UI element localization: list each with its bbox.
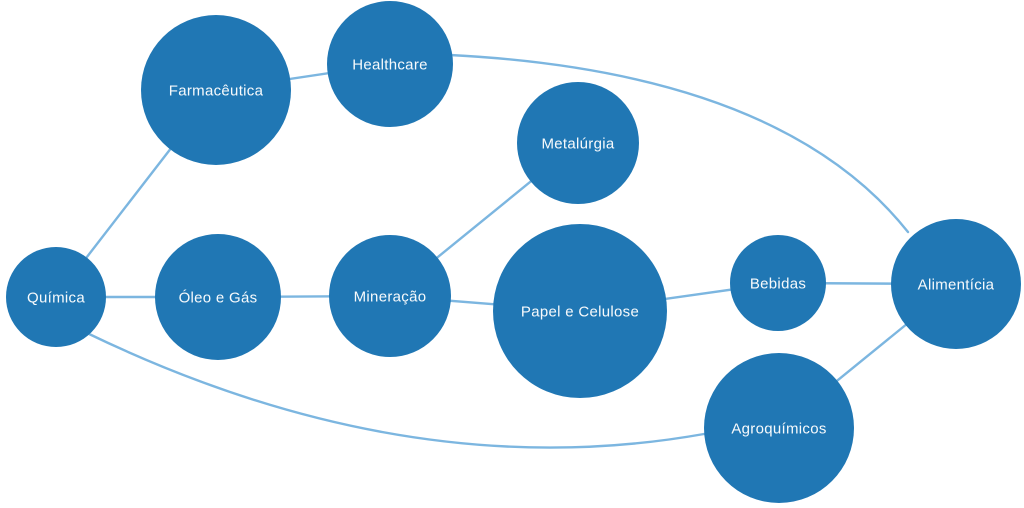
node-quimica-circle[interactable] [6,247,106,347]
node-papel-e-celulose[interactable]: Papel e Celulose [493,224,667,398]
node-metalurgia[interactable]: Metalúrgia [517,82,639,204]
node-agroquimicos[interactable]: Agroquímicos [704,353,854,503]
node-alimenticia-circle[interactable] [891,219,1021,349]
node-agroquimicos-circle[interactable] [704,353,854,503]
node-healthcare-circle[interactable] [327,1,453,127]
node-oleo-e-gas-circle[interactable] [155,234,281,360]
node-quimica[interactable]: Química [6,247,106,347]
node-mineracao[interactable]: Mineração [329,235,451,357]
edge-healthcare-alimenticia [448,53,910,234]
node-farmaceutica[interactable]: Farmacêutica [141,15,291,165]
node-bebidas[interactable]: Bebidas [730,235,826,331]
node-layer: Química Farmacêutica Healthcare Óleo e G… [6,1,1021,503]
edge-quimica-agroquimicos [85,331,706,449]
node-oleo-e-gas[interactable]: Óleo e Gás [155,234,281,360]
node-papel-e-celulose-circle[interactable] [493,224,667,398]
node-farmaceutica-circle[interactable] [141,15,291,165]
node-bebidas-circle[interactable] [730,235,826,331]
node-metalurgia-circle[interactable] [517,82,639,204]
node-healthcare[interactable]: Healthcare [327,1,453,127]
node-mineracao-circle[interactable] [329,235,451,357]
node-alimenticia[interactable]: Alimentícia [891,219,1021,349]
